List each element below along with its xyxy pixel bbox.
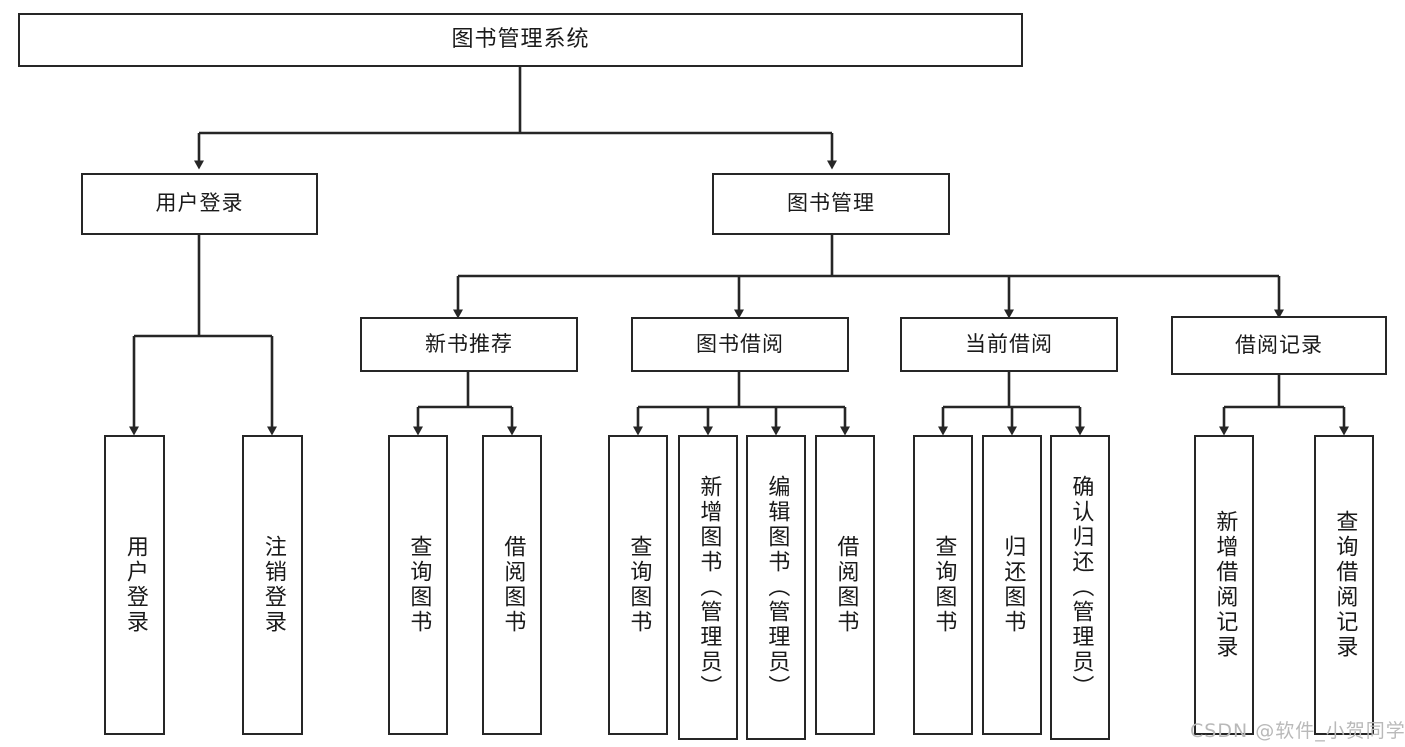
leaf-current-borrow-confirm-return-admin[interactable]: 确认归还（管理员）	[1050, 435, 1110, 740]
leaf-book-borrow-query-book[interactable]: 查询图书	[608, 435, 668, 735]
node-current-borrow[interactable]: 当前借阅	[900, 317, 1118, 372]
node-book-borrow[interactable]: 图书借阅	[631, 317, 849, 372]
node-label: 归还图书	[1000, 535, 1026, 635]
node-borrow-record[interactable]: 借阅记录	[1171, 316, 1387, 375]
node-root-system[interactable]: 图书管理系统	[18, 13, 1023, 67]
node-book-management[interactable]: 图书管理	[712, 173, 950, 235]
node-label: 新书推荐	[425, 331, 513, 356]
leaf-new-book-query-book[interactable]: 查询图书	[388, 435, 448, 735]
leaf-user-login-logout[interactable]: 注销登录	[242, 435, 303, 735]
node-label: 借阅图书	[500, 535, 526, 635]
node-label: 查询图书	[931, 535, 957, 635]
leaf-book-borrow-borrow-book[interactable]: 借阅图书	[815, 435, 875, 735]
leaf-user-login-login[interactable]: 用户登录	[104, 435, 165, 735]
leaf-book-borrow-add-book-admin[interactable]: 新增图书（管理员）	[678, 435, 738, 740]
leaf-current-borrow-return-book[interactable]: 归还图书	[982, 435, 1042, 735]
node-label: 借阅图书	[833, 535, 859, 635]
node-label: 新增借阅记录	[1212, 510, 1238, 660]
node-label: 用户登录	[122, 535, 148, 635]
node-label: 编辑图书（管理员）	[764, 475, 790, 700]
node-label: 用户登录	[155, 191, 244, 216]
node-label: 借阅记录	[1235, 332, 1323, 357]
leaf-borrow-record-query-record[interactable]: 查询借阅记录	[1314, 435, 1374, 735]
leaf-current-borrow-query-book[interactable]: 查询图书	[913, 435, 973, 735]
node-label: 查询图书	[626, 535, 652, 635]
node-label: 当前借阅	[965, 331, 1053, 356]
leaf-new-book-borrow-book[interactable]: 借阅图书	[482, 435, 542, 735]
node-label: 新增图书（管理员）	[696, 475, 722, 700]
node-label: 查询借阅记录	[1332, 510, 1358, 660]
node-label: 图书管理系统	[451, 26, 590, 52]
node-label: 注销登录	[260, 535, 286, 635]
node-label: 确认归还（管理员）	[1068, 475, 1094, 700]
node-user-login[interactable]: 用户登录	[81, 173, 318, 235]
node-label: 图书借阅	[696, 331, 784, 356]
node-label: 图书管理	[787, 191, 875, 216]
leaf-book-borrow-edit-book-admin[interactable]: 编辑图书（管理员）	[746, 435, 806, 740]
csdn-watermark: CSDN @软件_小贺同学	[1190, 720, 1405, 742]
node-label: 查询图书	[406, 535, 432, 635]
node-new-book-recommend[interactable]: 新书推荐	[360, 317, 578, 372]
leaf-borrow-record-add-record[interactable]: 新增借阅记录	[1194, 435, 1254, 735]
